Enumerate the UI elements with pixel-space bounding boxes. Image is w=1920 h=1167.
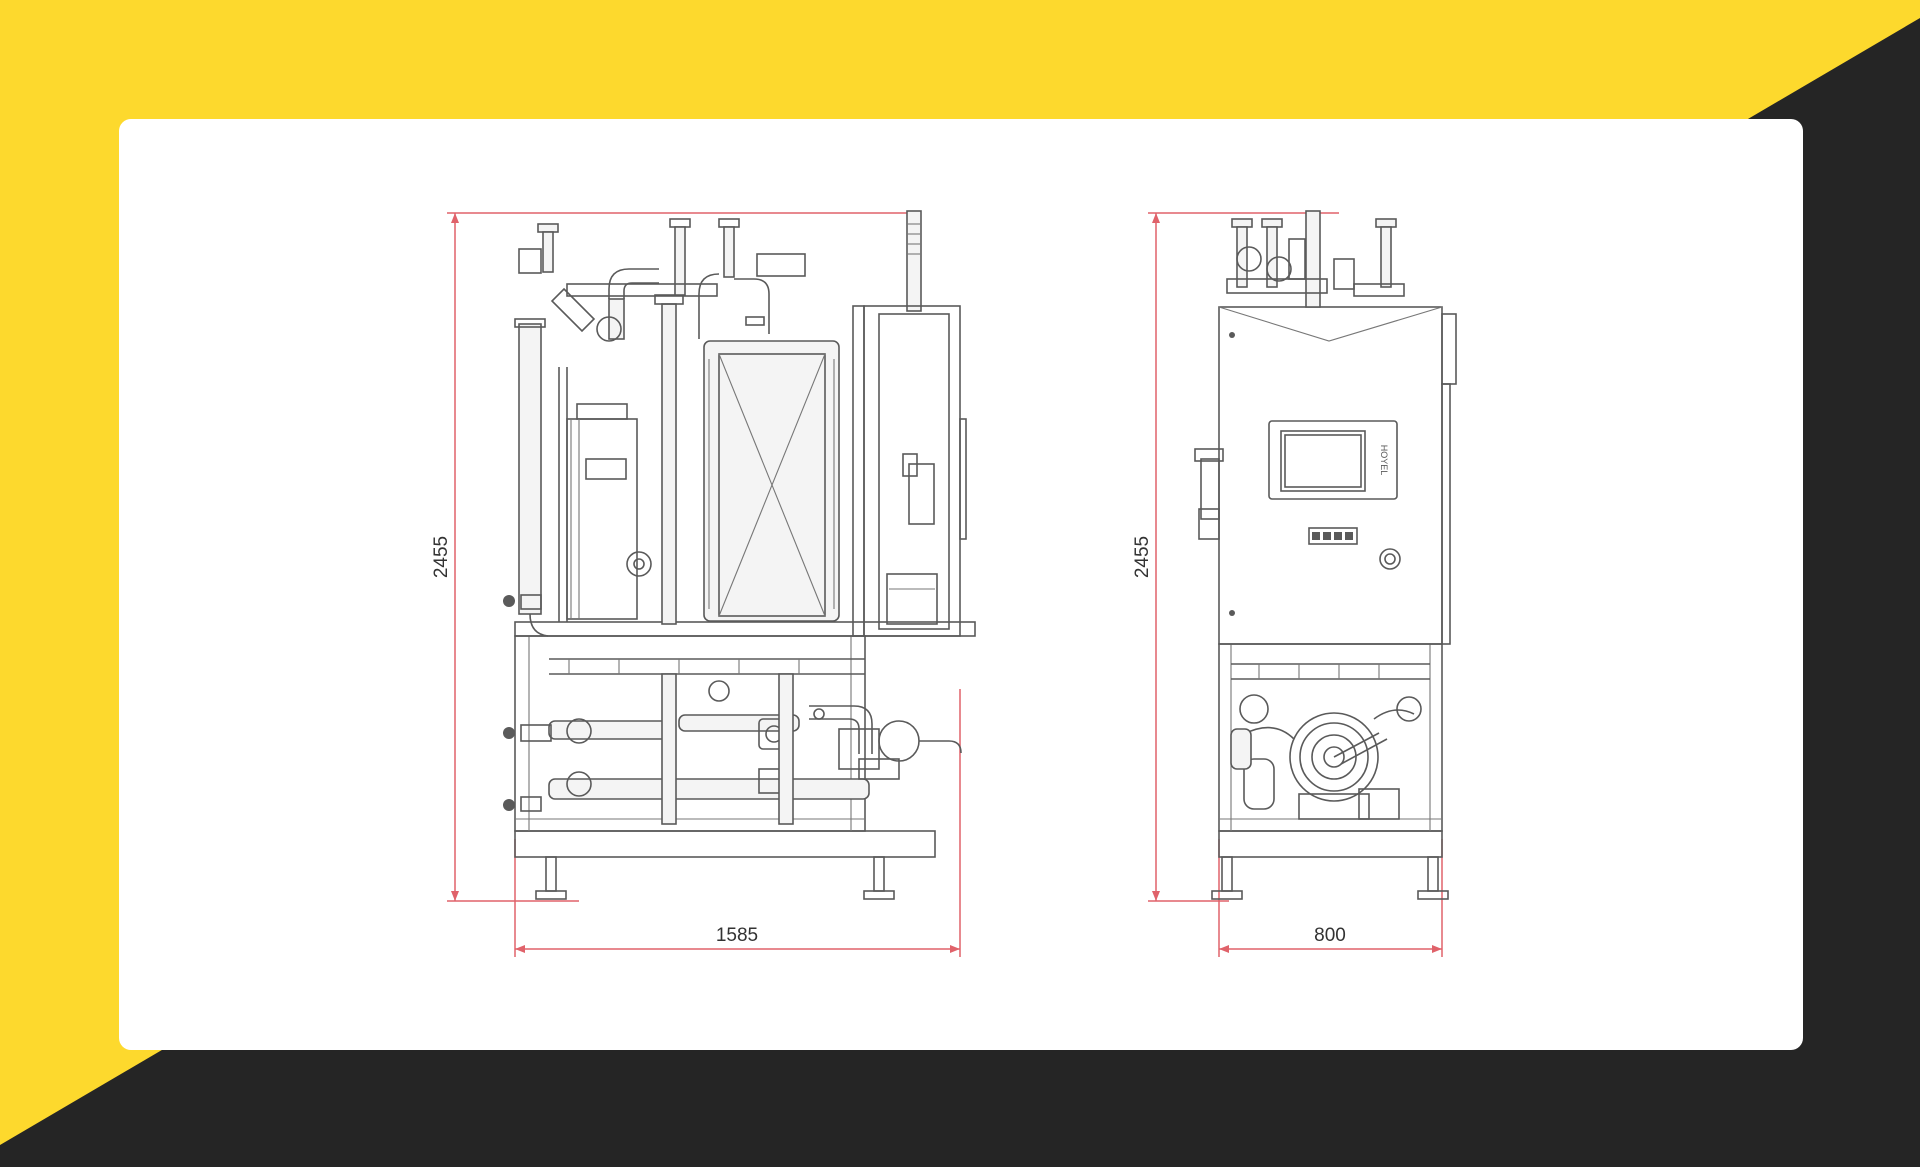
front-width-label: 1585: [716, 925, 758, 946]
drawing-card: 2455 1585: [119, 119, 1803, 1050]
side-width-label: 800: [1314, 925, 1346, 946]
front-height-label: 2455: [431, 536, 452, 578]
technical-drawing: 2455 1585: [431, 210, 1457, 957]
side-height-label: 2455: [1132, 536, 1153, 578]
side-width-dimension: 800: [1218, 839, 1443, 957]
hmi-panel-text: HOYEL: [1379, 445, 1389, 476]
front-height-dimension: 2455: [431, 212, 909, 902]
front-view: 2455 1585: [431, 210, 976, 957]
front-width-dimension: 1585: [514, 689, 961, 957]
side-height-dimension: 2455: [1132, 212, 1339, 902]
side-view: 2455 800: [1132, 210, 1457, 957]
